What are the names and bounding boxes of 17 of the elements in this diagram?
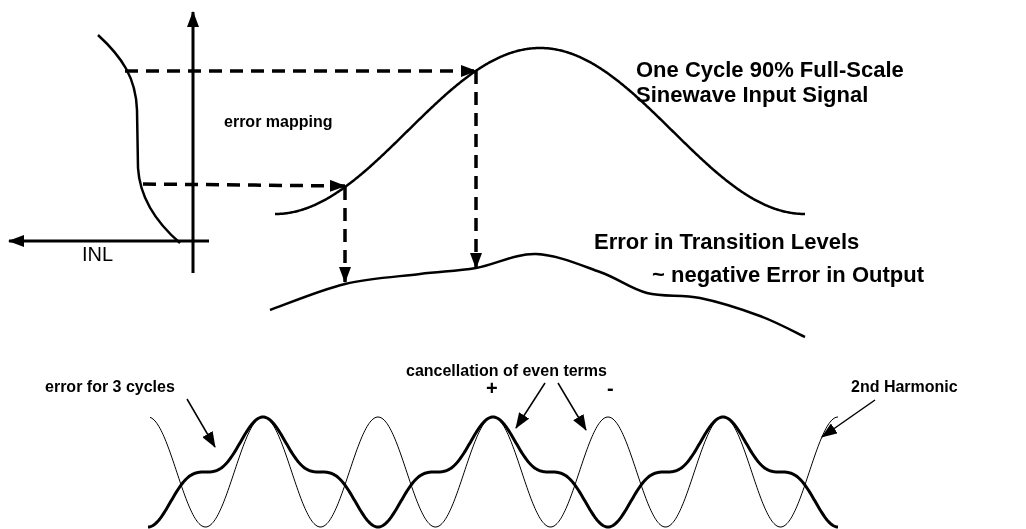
leader-arrow <box>557 382 587 431</box>
dashed-arrow <box>339 187 351 283</box>
curve-title: ~ negative Error in Output <box>652 262 924 288</box>
curve-title: Error in Transition Levels <box>594 229 860 255</box>
leader-arrow <box>821 399 876 438</box>
curve-title: One Cycle 90% Full-Scale Sinewave Input Signal <box>636 57 905 108</box>
inl-curve <box>97 34 181 244</box>
annotation-label: error for 3 cycles <box>45 378 175 397</box>
leader-arrow <box>515 382 546 429</box>
dashed-arrow <box>470 71 482 269</box>
leader-arrow <box>186 398 216 448</box>
annotation-label: 2nd Harmonic <box>851 378 958 397</box>
sign-label: - <box>607 377 614 400</box>
axis-label: INL <box>82 243 114 266</box>
annotation-label: error mapping <box>224 113 333 132</box>
dashed-arrow <box>125 65 477 77</box>
dashed-arrow <box>143 179 346 192</box>
